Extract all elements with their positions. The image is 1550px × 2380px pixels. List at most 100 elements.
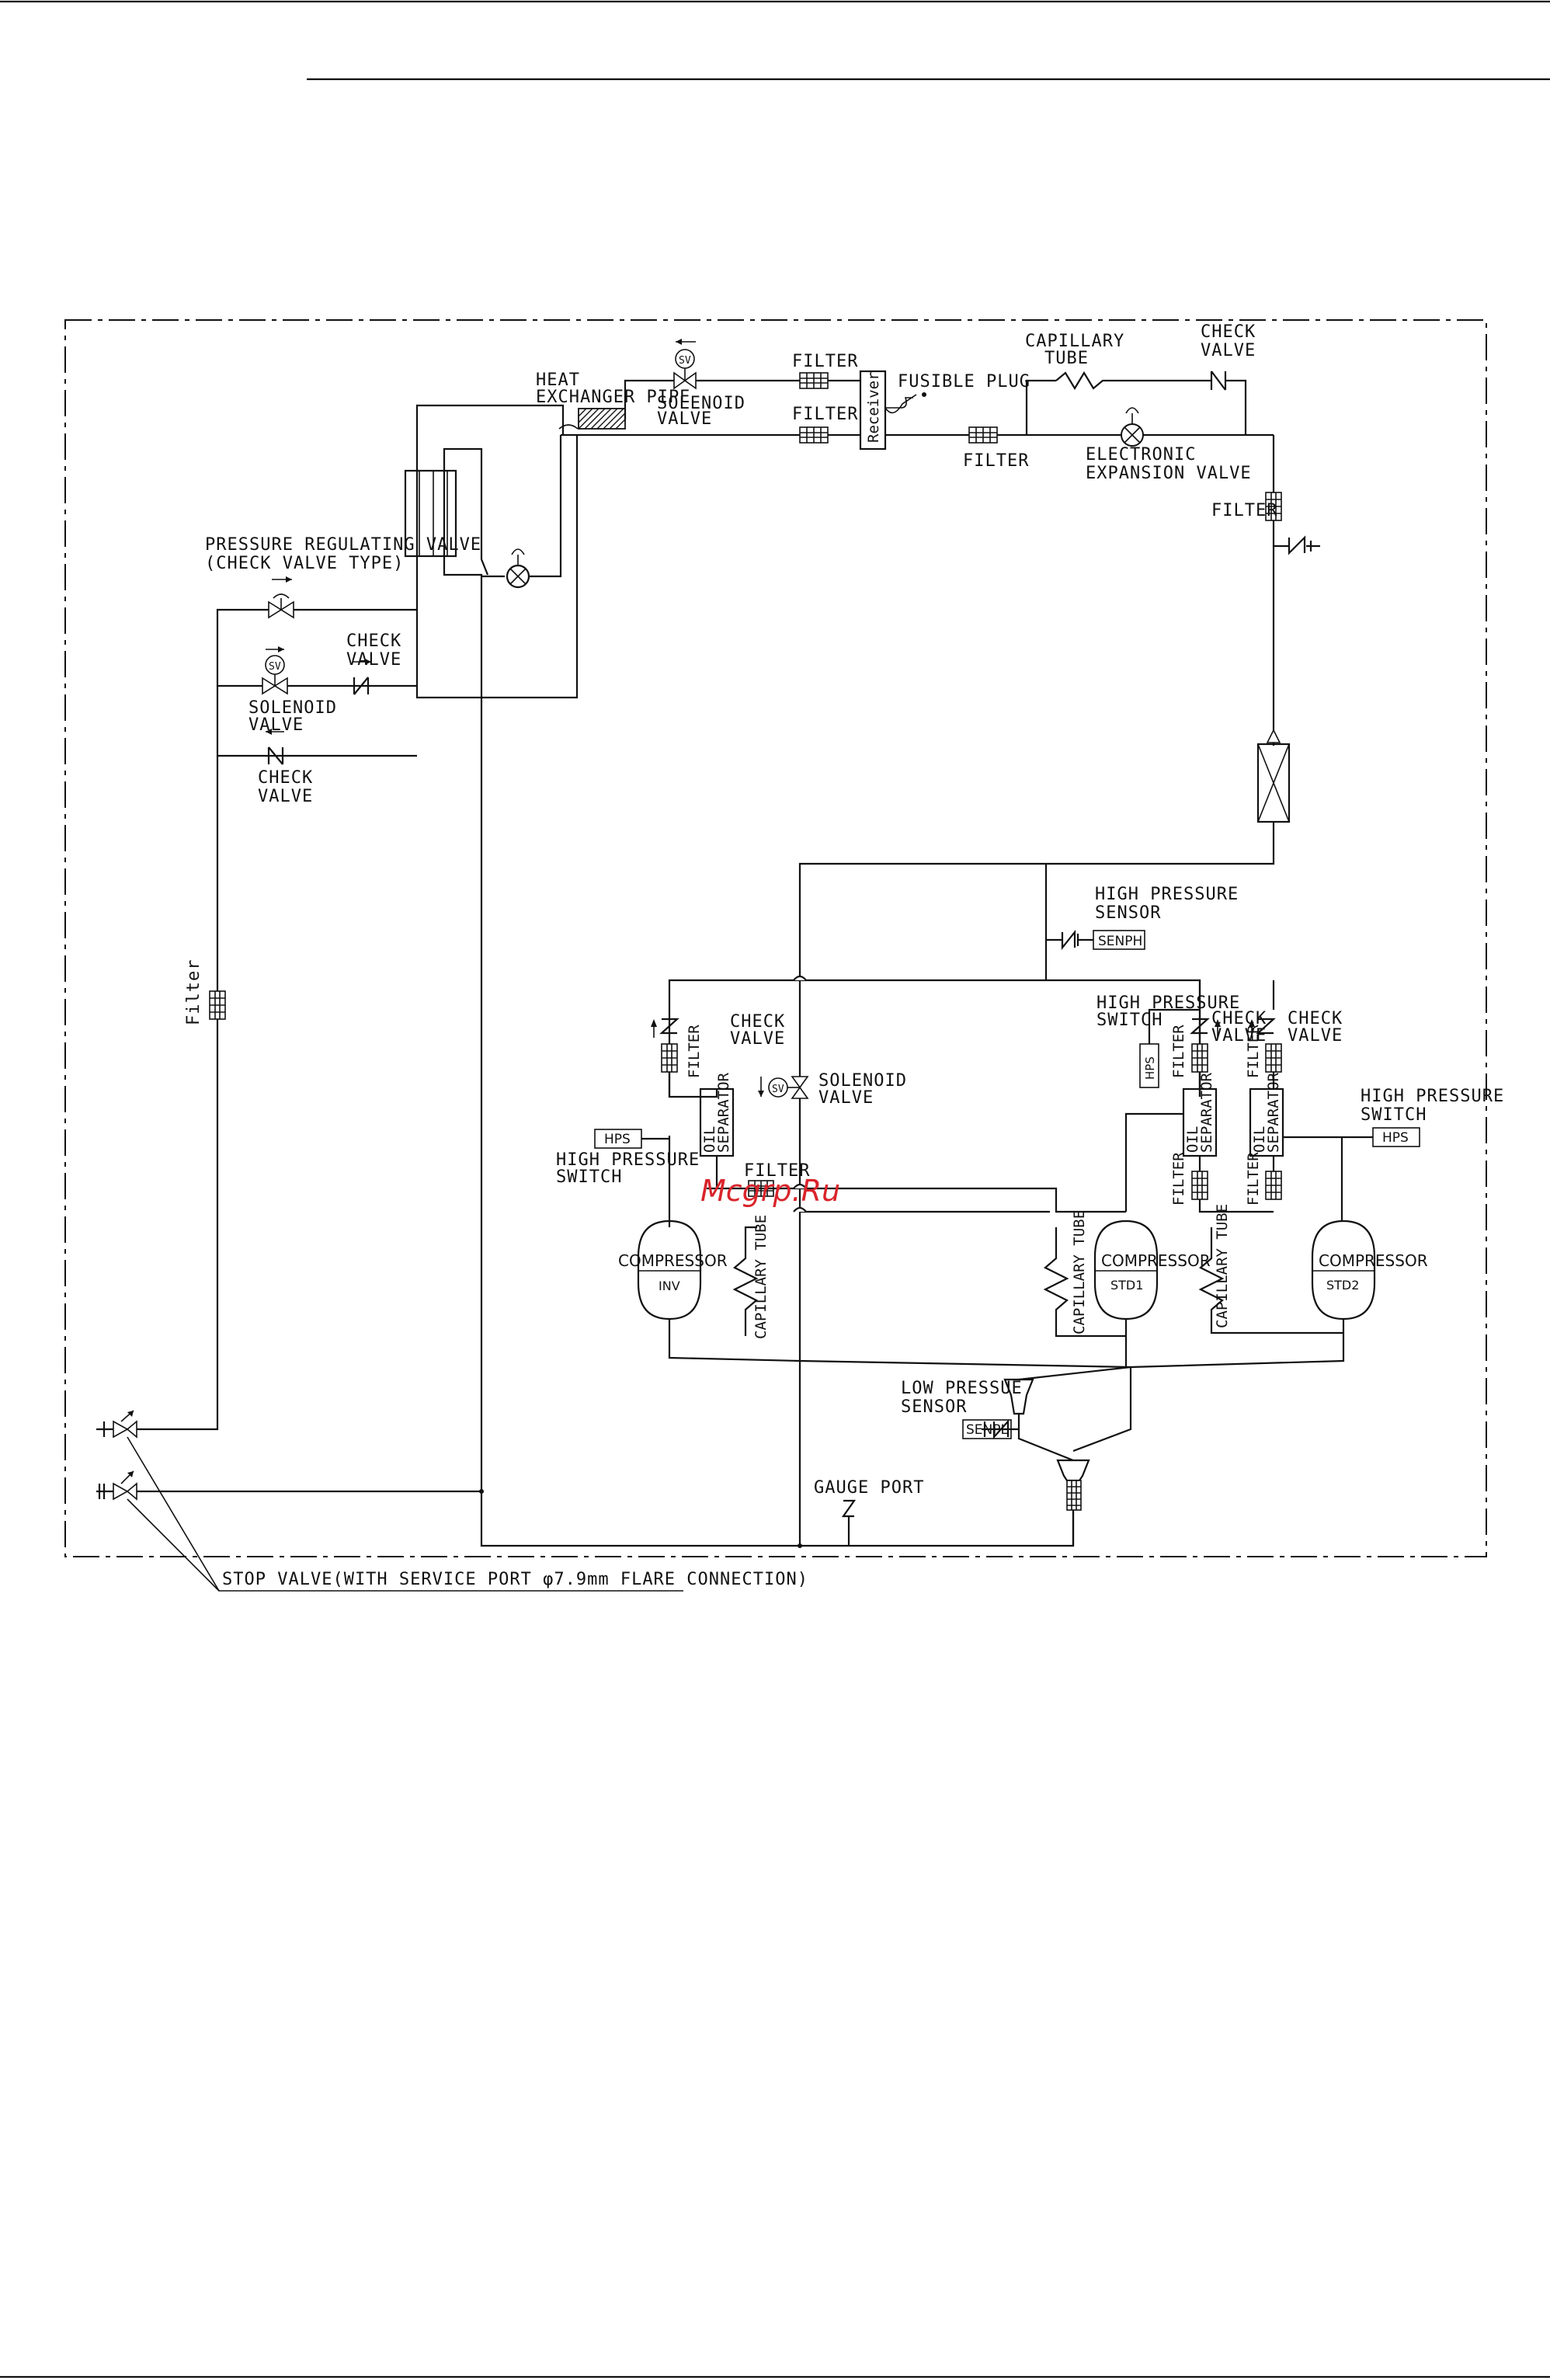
hp-switch-std2-label-2: SWITCH — [1361, 1105, 1427, 1125]
compressor-std2-label: COMPRESSOR — [1319, 1251, 1428, 1270]
hps-std1 — [1139, 1008, 1200, 1088]
unit-boundary — [64, 319, 1487, 1557]
lp-sensor-label-1: LOW PRESSUE — [901, 1379, 1023, 1398]
oil-separator-std2-label-2: SEPARATOR — [1265, 1072, 1282, 1153]
solenoid-mid-label-1: SOLENOID — [818, 1071, 907, 1091]
hp-switch-std1-label-1: HIGH PRESSURE — [1096, 993, 1240, 1013]
check-branch-top — [1225, 379, 1247, 435]
solenoid-top-label-2: VALVE — [657, 409, 712, 429]
receiver — [859, 370, 887, 451]
check-valve-left — [353, 659, 371, 695]
check-valve-std2 — [1249, 1018, 1276, 1038]
filter-std1-lower — [1191, 1171, 1208, 1200]
suction-accumulator-upper — [1003, 1378, 1034, 1415]
capillary-inv-label: CAPILLARY TUBE — [752, 1215, 770, 1339]
filter-top-lower — [799, 426, 829, 444]
fusible-plug — [884, 394, 917, 414]
capillary-std1-label: CAPILLARY TUBE — [1071, 1210, 1088, 1334]
gauge-port-label: GAUGE PORT — [814, 1478, 924, 1498]
std1-oil-link — [1198, 1199, 1274, 1213]
filter-vertical-left — [209, 990, 226, 1020]
std1-sep-link — [1124, 1112, 1183, 1212]
flare-joint-right — [1274, 535, 1320, 555]
check-left-b-label-1: CHECK — [258, 768, 313, 788]
capillary-inv — [732, 1226, 759, 1336]
std2-discharge-link — [1283, 1136, 1343, 1221]
check-valve-top — [1210, 371, 1227, 391]
filter-std1-upper — [1191, 1043, 1208, 1073]
check-valve-left-b — [266, 729, 284, 765]
oil-return-line — [707, 1187, 1126, 1213]
hps-inv-label: HPS — [604, 1132, 631, 1147]
capillary-tube-top — [1055, 371, 1211, 391]
compressor-inv — [637, 1220, 702, 1320]
check-inv-label-2: VALVE — [730, 1029, 785, 1049]
compressor-inv-label: COMPRESSOR — [618, 1251, 728, 1270]
receiver-label: Receiver — [865, 371, 882, 443]
solenoid-top-label-1: SOLENOID — [657, 394, 745, 413]
check-std1-label-1: CHECK — [1211, 1009, 1267, 1028]
heat-exchanger-pipe — [558, 408, 626, 430]
compressor-std2 — [1311, 1220, 1376, 1320]
filter-std2-upper — [1265, 1043, 1282, 1073]
hp-switch-inv-label-1: HIGH PRESSURE — [556, 1150, 700, 1170]
gauge-port — [841, 1499, 857, 1546]
check-top-label-1: CHECK — [1201, 322, 1256, 342]
heat-exchanger — [404, 404, 579, 699]
oil-separator-std1-label-2: SEPARATOR — [1198, 1072, 1215, 1153]
check-std1-label-2: VALVE — [1211, 1026, 1267, 1046]
solenoid-mid-label-2: VALVE — [818, 1088, 874, 1108]
solenoid-left-label-1: SOLENOID — [248, 698, 337, 718]
accum-link — [1017, 1414, 1074, 1462]
compressor-std1-label: COMPRESSOR — [1101, 1251, 1211, 1270]
eev-left — [481, 435, 562, 589]
oil-separator-inv-label-2: SEPARATOR — [715, 1072, 732, 1153]
capillary-std2 — [1198, 1227, 1343, 1334]
lp-sensor — [962, 1419, 1019, 1439]
hp-switch-inv-label-2: SWITCH — [556, 1167, 622, 1187]
hp-switch-std1-label-2: SWITCH — [1096, 1011, 1162, 1030]
lp-sensor-label-2: SENSOR — [901, 1397, 967, 1417]
heat-exchanger-pipe-label-1: HEAT — [536, 371, 580, 390]
solenoid-valve-top: SV — [673, 339, 697, 390]
eev-top — [1121, 407, 1144, 447]
compressor-std1 — [1093, 1220, 1159, 1320]
check-inv-label-1: CHECK — [730, 1012, 785, 1032]
hps-std2 — [1342, 1127, 1420, 1147]
heat-exchanger-pipe-label-2: EXCHANGER PIPE — [536, 388, 690, 407]
filter-std2-label: FILTER — [1245, 1025, 1262, 1078]
eev-top-label-2: EXPANSION VALVE — [1086, 464, 1252, 483]
suction-return-line — [480, 698, 1075, 1547]
std-suction-to-accum — [1072, 1367, 1132, 1453]
capillary-std1 — [1043, 1227, 1126, 1338]
stop-valve-leader-2 — [127, 1498, 220, 1592]
filter-mid-label: FILTER — [744, 1161, 810, 1181]
capillary-std2-label: CAPILLARY TUBE — [1214, 1204, 1231, 1328]
filter-after-receiver-label: FILTER — [963, 451, 1029, 471]
hps-std1-label: HPS — [1143, 1056, 1157, 1080]
filter-std2-lower — [1265, 1171, 1282, 1200]
filter-std2-lower-label: FILTER — [1245, 1152, 1262, 1206]
sv-label-top: SV — [679, 355, 691, 367]
filter-after-receiver — [968, 426, 998, 444]
stop-valve-label: STOP VALVE(WITH SERVICE PORT φ7.9mm FLAR… — [222, 1570, 808, 1589]
solenoid-branch-top — [624, 379, 860, 419]
discharge-loop — [798, 822, 1275, 1546]
inv-label: INV — [659, 1279, 680, 1293]
check-left-b-label-2: VALVE — [258, 787, 313, 806]
eev-top-label-1: ELECTRONIC — [1086, 445, 1196, 465]
filter-std1-label: FILTER — [1170, 1025, 1187, 1078]
accumulator-right — [1256, 729, 1291, 823]
hp-sensor-label-2: SENSOR — [1095, 903, 1161, 923]
suction-collector — [1018, 1366, 1131, 1381]
sv-label-mid: SV — [772, 1084, 784, 1095]
filter-top-label-1: FILTER — [792, 352, 858, 371]
pressure-regulating-valve — [268, 576, 294, 619]
oil-separator-std1-label-1: OIL — [1184, 1126, 1201, 1153]
check-std2-label-2: VALVE — [1288, 1026, 1343, 1046]
capillary-top-label-2: TUBE — [1044, 349, 1089, 368]
hps-std2-label: HPS — [1382, 1130, 1409, 1146]
prv-label-2: (CHECK VALVE TYPE) — [205, 554, 404, 573]
